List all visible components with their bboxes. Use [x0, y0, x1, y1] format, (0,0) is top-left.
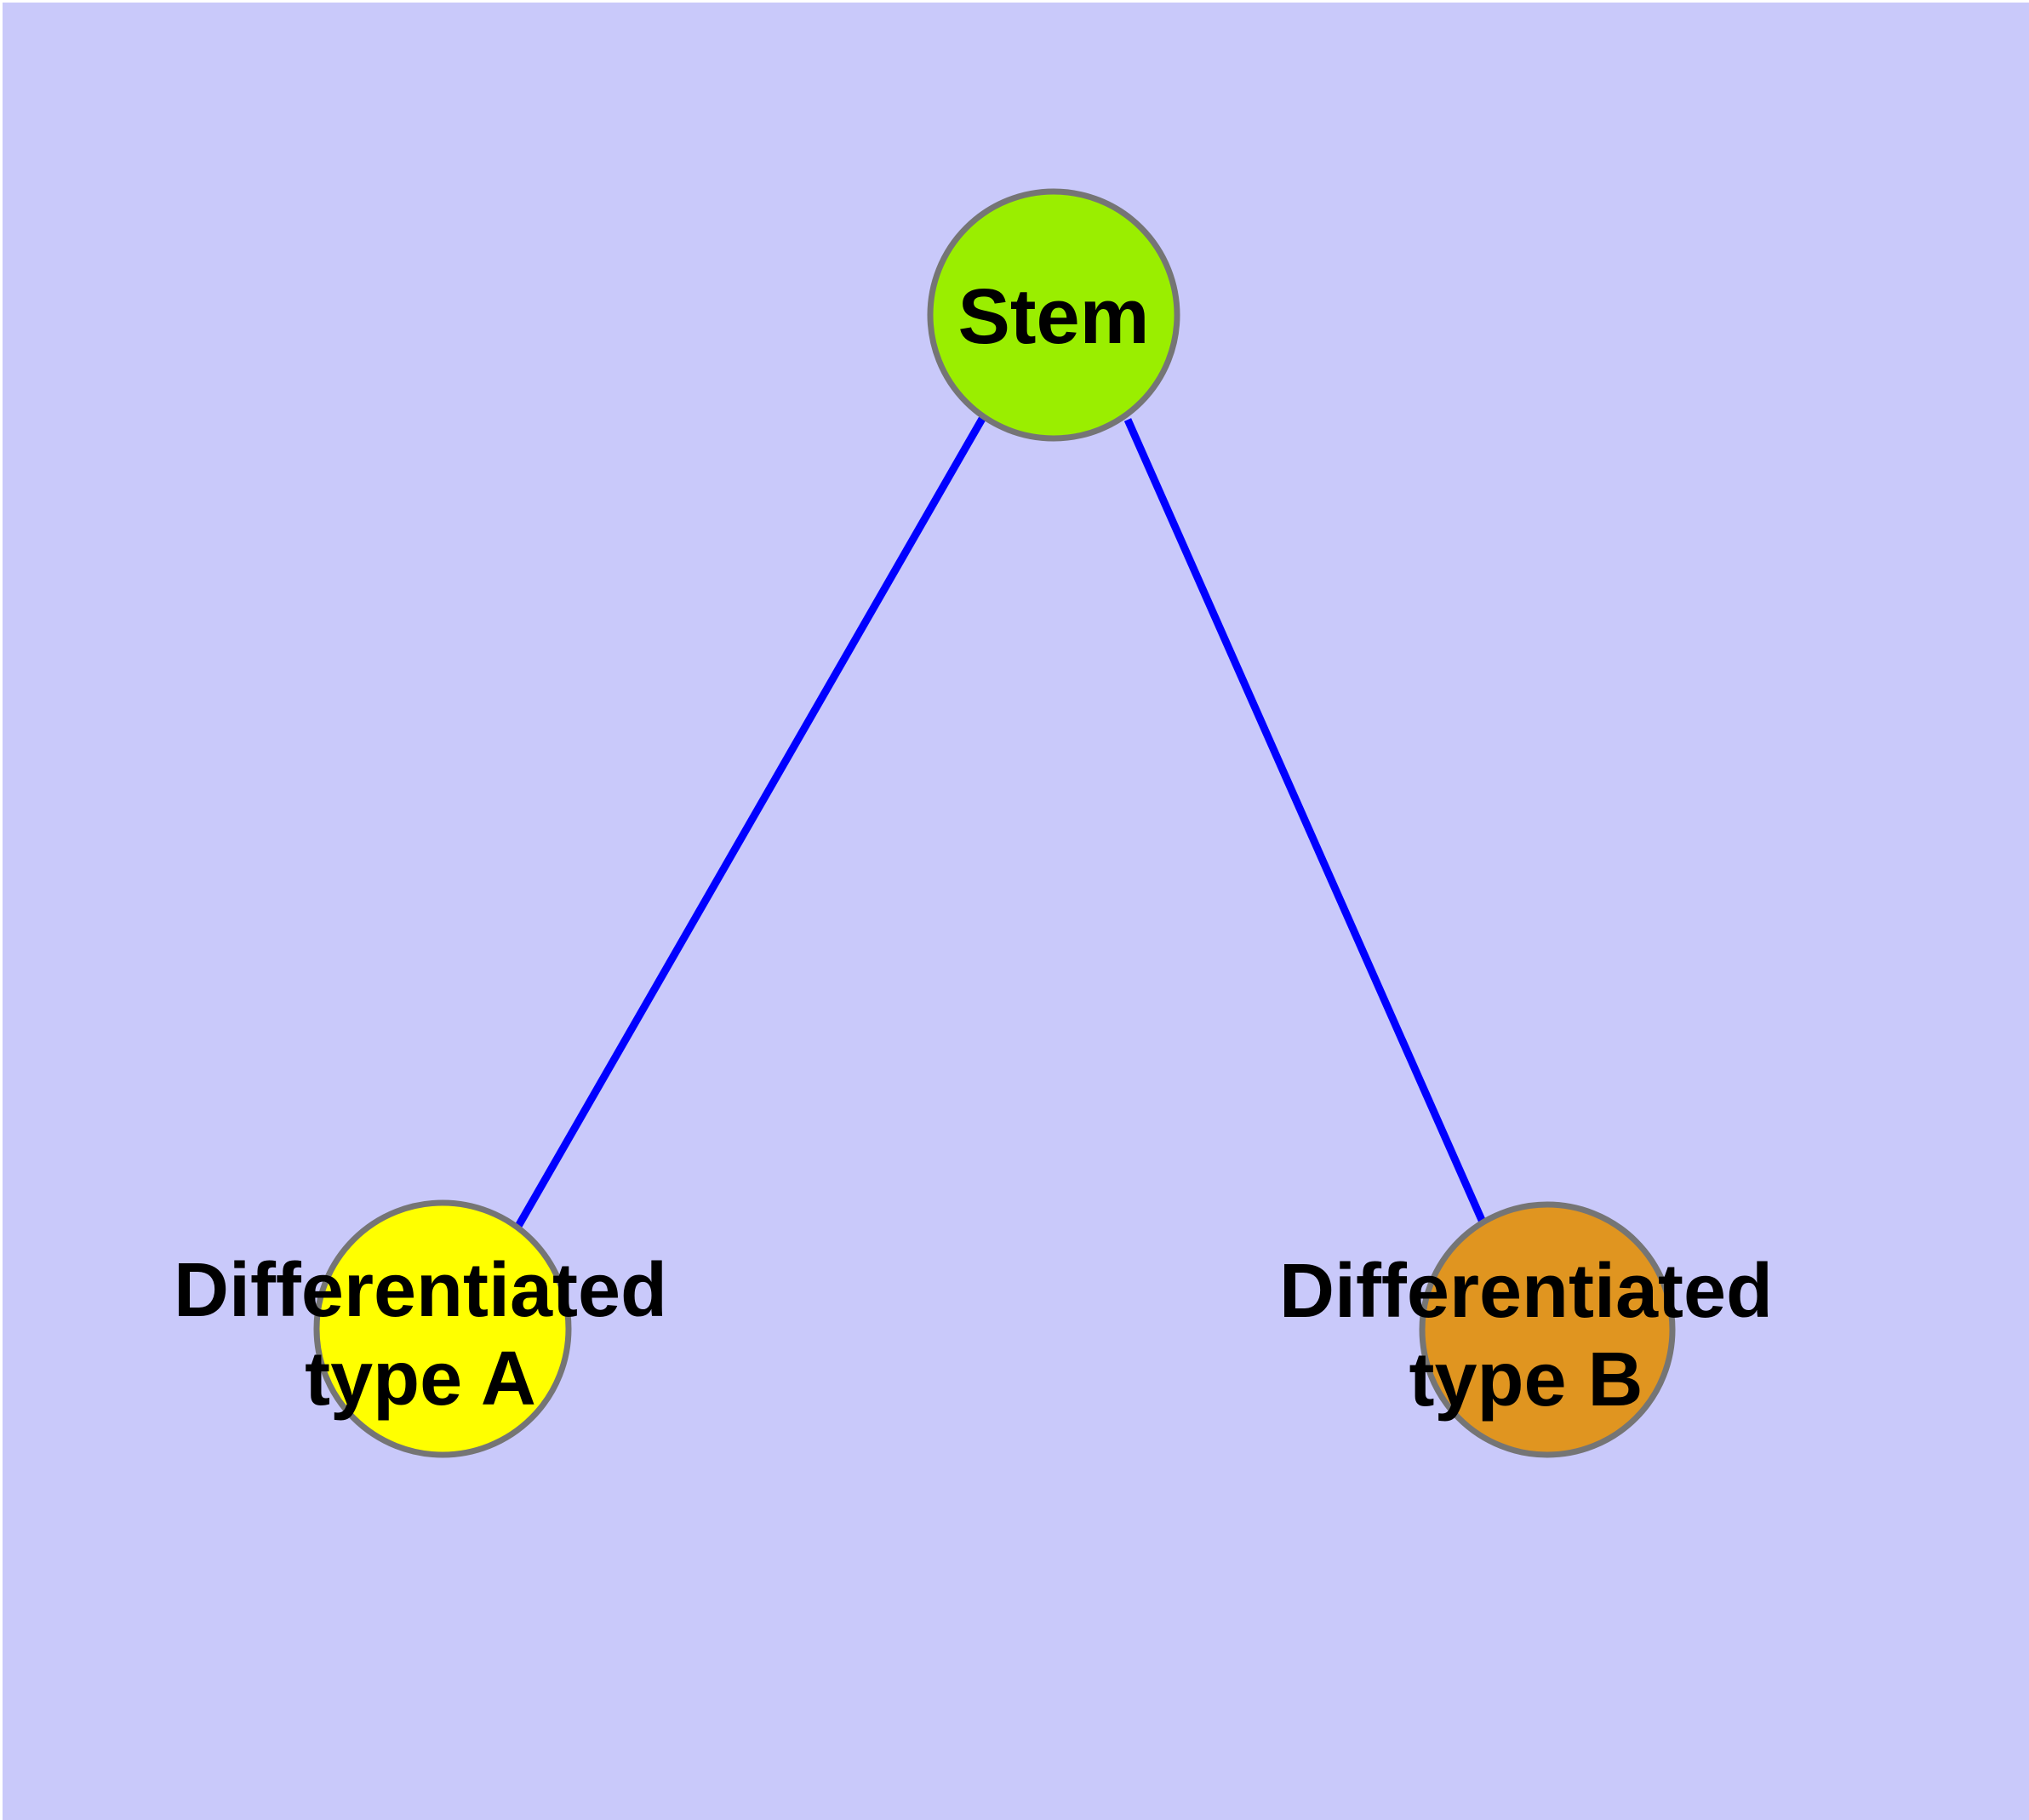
node-diff-b-label-line2: type B: [1409, 1337, 1643, 1422]
node-diff-a-label-line1: Differentiated: [174, 1248, 667, 1333]
node-stem-circle[interactable]: [927, 188, 1180, 442]
node-diff-a-circle[interactable]: [313, 1199, 572, 1458]
node-diff-b[interactable]: [1419, 1201, 1676, 1458]
node-stem[interactable]: Stem: [927, 188, 1180, 442]
node-layer: Stem Differentiated type A Differentiate…: [174, 188, 1773, 1458]
node-stem-label: Stem: [958, 273, 1150, 360]
edge-stem-to-diff-b[interactable]: [1123, 418, 1489, 1228]
node-diff-a-label-line2: type A: [305, 1336, 536, 1422]
edge-layer: [507, 416, 1489, 1242]
edge-stem-to-diff-a[interactable]: [507, 416, 986, 1242]
node-diff-b-circle[interactable]: [1419, 1201, 1676, 1458]
node-diff-b-label-line1: Differentiated: [1279, 1249, 1773, 1334]
node-diff-a[interactable]: [313, 1199, 572, 1458]
